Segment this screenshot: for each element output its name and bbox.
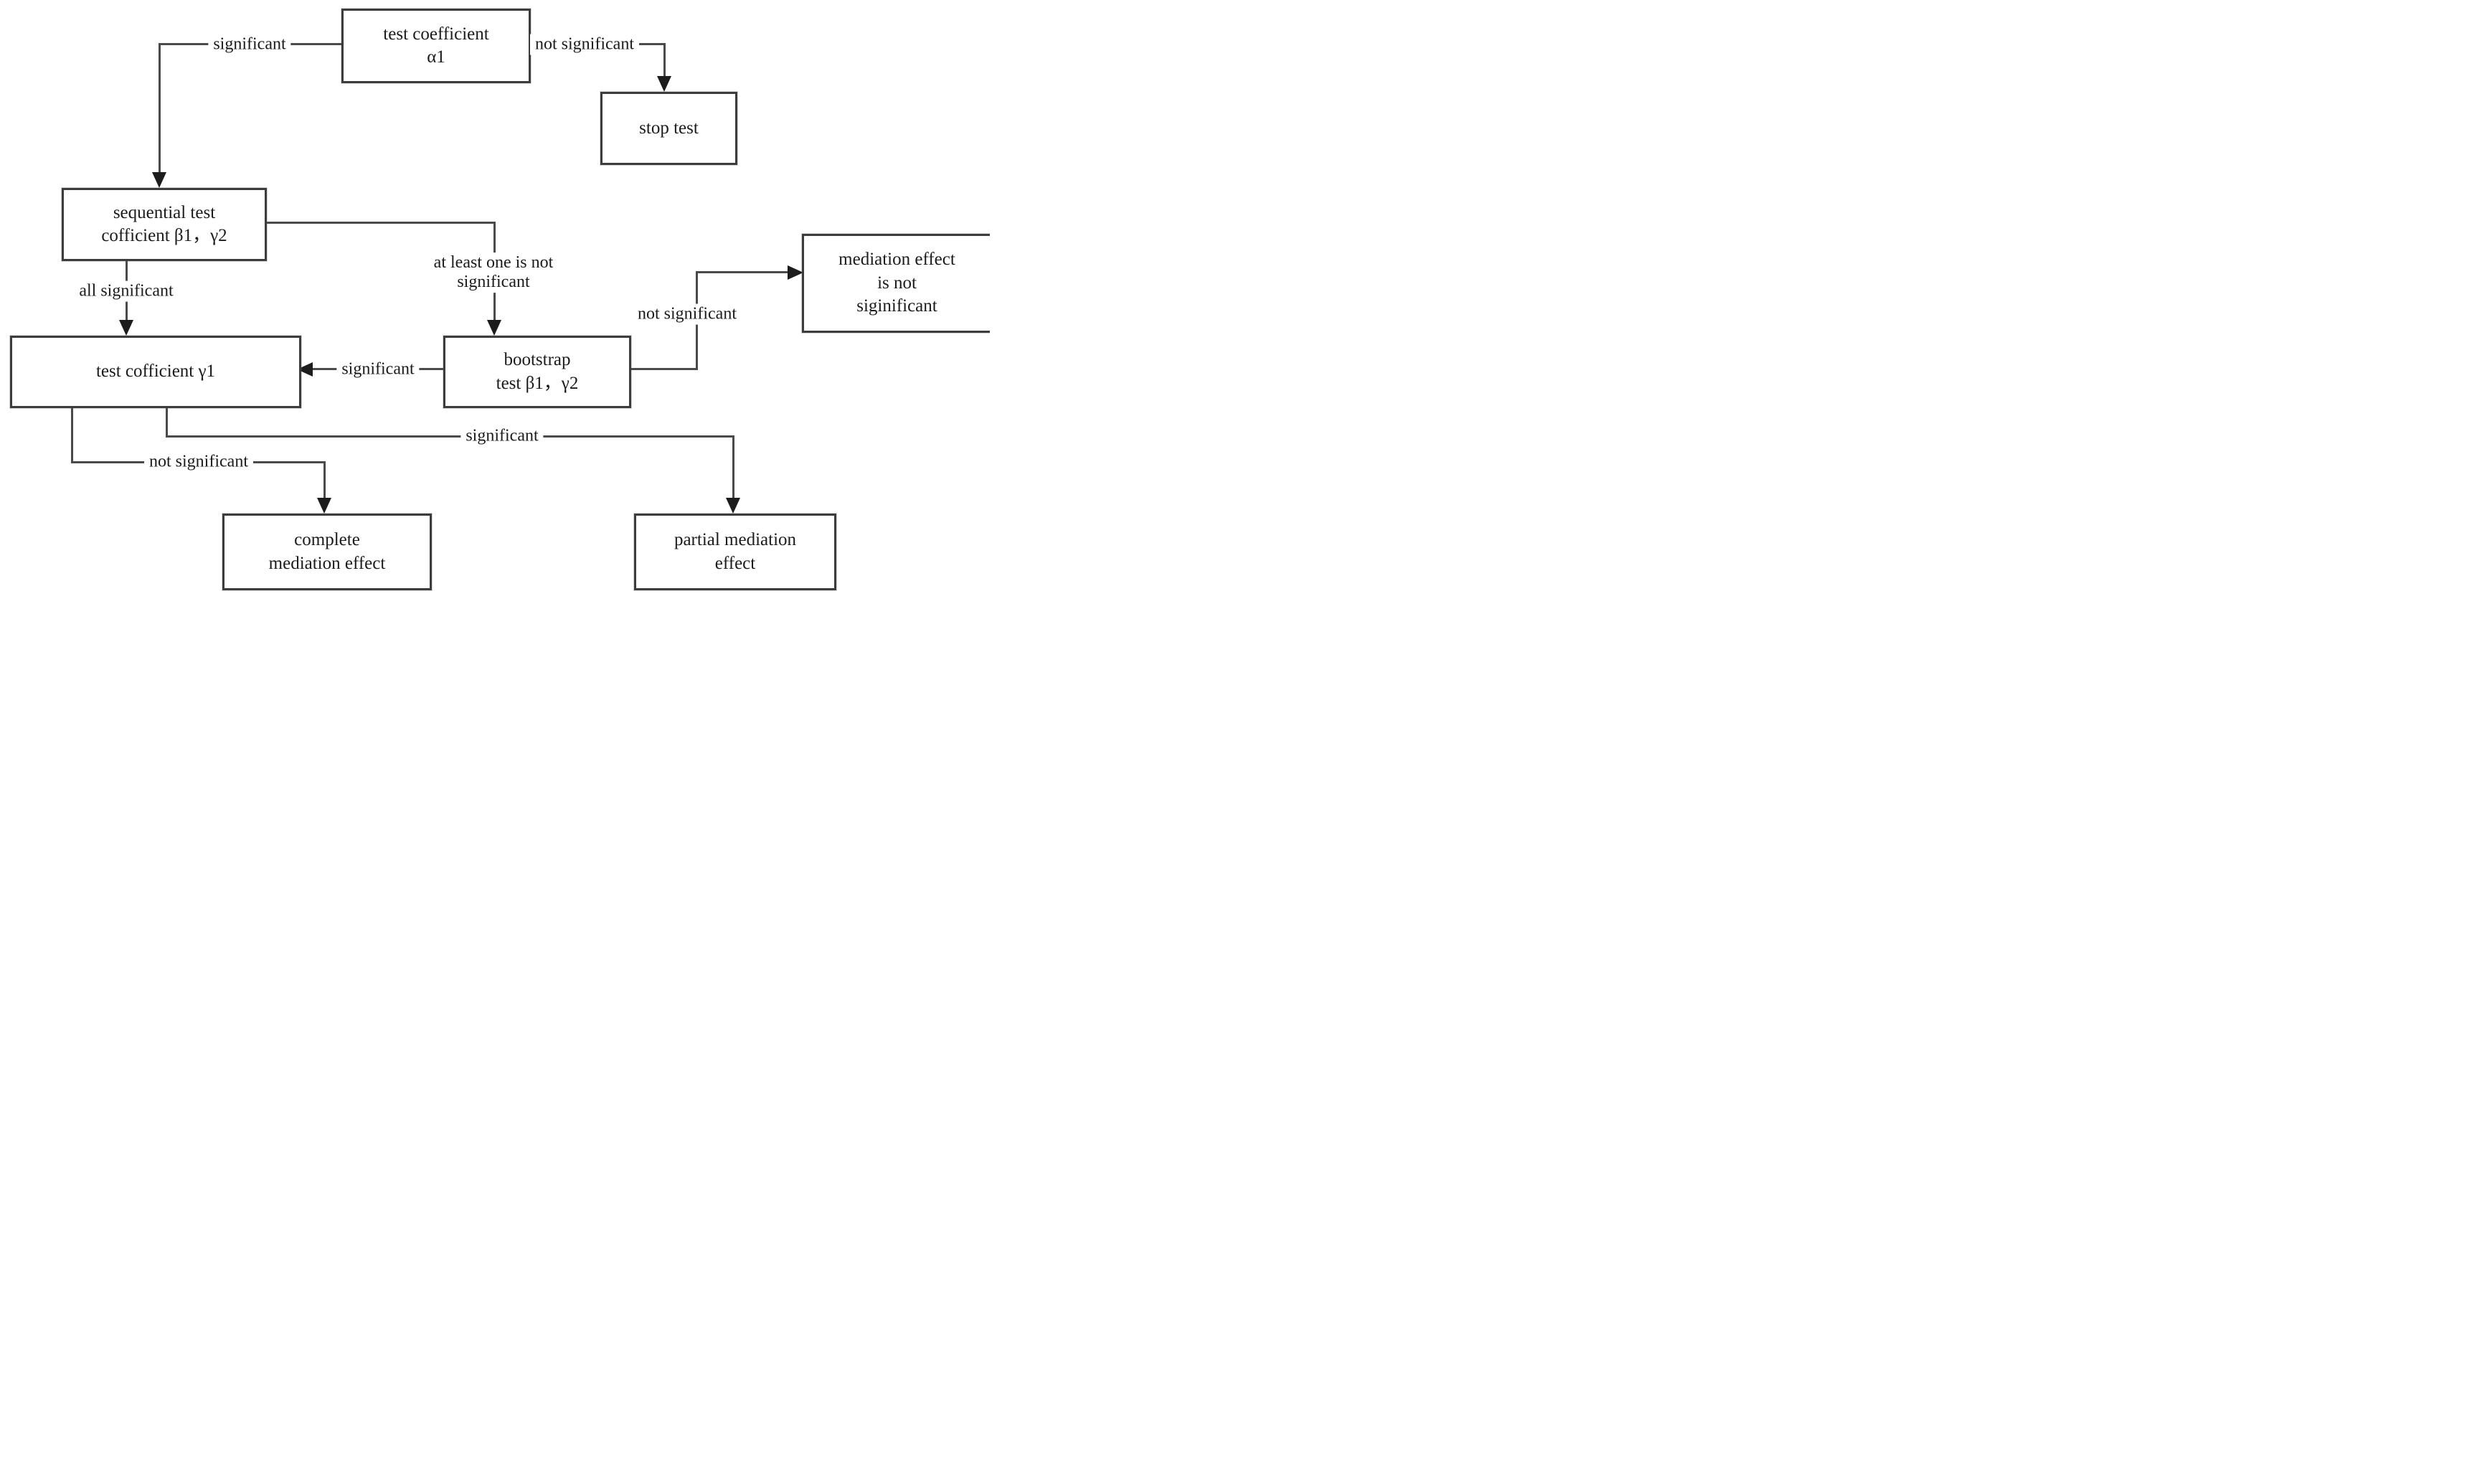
node-label: partial mediation: [674, 530, 797, 549]
node-label: siginificant: [856, 296, 937, 316]
connector-gamma1-sig-v2: [732, 435, 734, 502]
node-label: is not: [877, 273, 917, 293]
node-label: mediation effect: [838, 250, 955, 270]
edge-label-not-significant-bottom: not significant: [144, 451, 253, 473]
connector-gamma1-sig-h: [166, 435, 734, 438]
connector-atleastone-h: [263, 222, 496, 224]
arrow-down-icon: [119, 320, 133, 336]
node-label: effect: [714, 553, 756, 573]
arrow-down-icon: [317, 498, 331, 514]
edge-label-significant-mid: significant: [336, 359, 420, 380]
edge-label-not-significant-top: not significant: [530, 34, 639, 55]
arrow-down-icon: [657, 76, 671, 92]
node-partial-mediation-effect: partial mediation effect: [634, 514, 836, 590]
node-sequential-test-b1-g2: sequential test cofficient β1，γ2: [62, 188, 267, 261]
node-label: cofficient β1，γ2: [101, 226, 227, 245]
edge-label-significant-bottom: significant: [460, 425, 544, 447]
connector-bootstrap-notsig-h1: [627, 368, 698, 370]
node-label: test β1，γ2: [496, 373, 579, 393]
node-mediation-effect-not-significant: mediation effect is not siginificant: [802, 234, 990, 333]
connector-alpha-significant-v: [159, 43, 161, 178]
connector-bootstrap-notsig-h2: [696, 271, 790, 273]
connector-alpha-notsig-v: [663, 43, 666, 80]
arrow-down-icon: [487, 320, 501, 336]
edge-label-not-significant-right: not significant: [633, 303, 742, 325]
node-test-cofficient-gamma1: test cofficient γ1: [10, 336, 301, 408]
arrow-right-icon: [788, 265, 803, 280]
arrow-down-icon: [152, 172, 166, 188]
node-stop-test: stop test: [600, 92, 737, 165]
node-bootstrap-test-b1-g2: bootstrap test β1，γ2: [443, 336, 631, 408]
arrow-down-icon: [726, 498, 740, 514]
connector-gamma1-notsig-v2: [323, 461, 326, 502]
edge-label-all-significant: all significant: [74, 280, 179, 302]
node-label: test cofficient γ1: [95, 361, 216, 382]
node-label: α1: [427, 47, 445, 67]
flowchart: significant not significant all signific…: [0, 0, 990, 594]
edge-label-significant-top: significant: [208, 34, 291, 55]
node-label: complete: [294, 530, 360, 549]
node-label: stop test: [639, 118, 699, 138]
node-label: bootstrap: [504, 350, 571, 369]
node-label: mediation effect: [268, 553, 386, 573]
node-label: test coefficient: [383, 24, 489, 44]
connector-gamma1-notsig-v1: [71, 404, 73, 463]
node-test-coefficient-alpha1: test coefficient α1: [341, 9, 531, 83]
node-label: sequential test: [113, 202, 216, 222]
connector-gamma1-sig-v1: [166, 404, 168, 438]
edge-label-at-least-one: at least one is not significant: [428, 252, 559, 293]
node-complete-mediation-effect: complete mediation effect: [222, 514, 432, 590]
